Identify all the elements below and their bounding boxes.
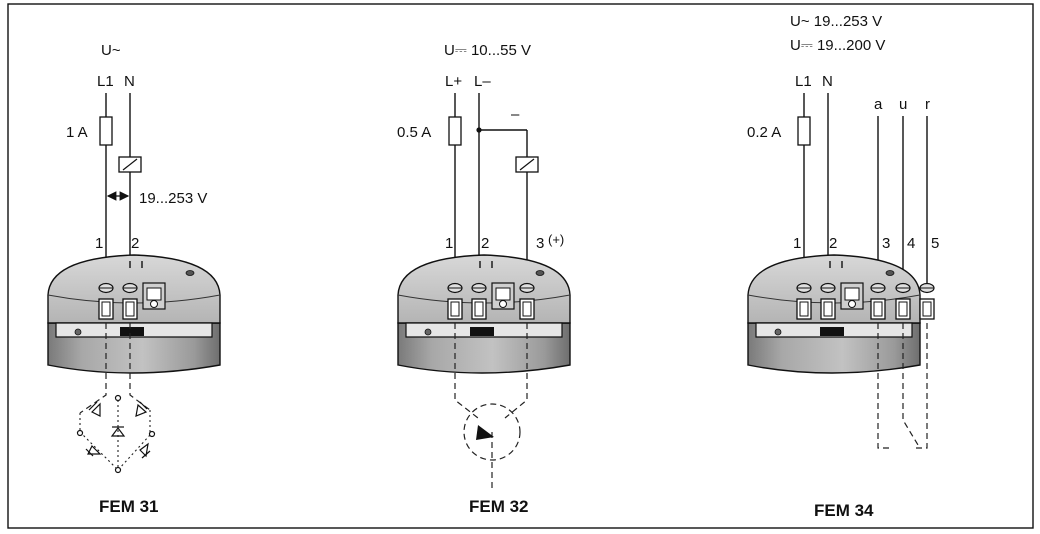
fem32-diagram: U⎓ 10...55 V L+ L– 0.5 A – 1 2 3 (+) FEM… — [397, 42, 571, 516]
fem31-terminal-n-label: N — [124, 73, 135, 90]
fem31-terminal-1 — [98, 282, 114, 320]
fem34-terminal-number-1: 1 — [793, 235, 801, 252]
fem32-junction-dot — [476, 127, 482, 133]
fem34-title: FEM 34 — [814, 501, 874, 520]
fem32-plus-note: (+) — [548, 232, 564, 247]
fem31-terminal-number-2: 2 — [131, 235, 139, 252]
fem34-fuse-label: 0.2 A — [747, 124, 781, 141]
fem34-fuse-symbol — [797, 116, 811, 146]
fem34-terminal-number-5: 5 — [931, 235, 939, 252]
fem32-relay-coil-symbol — [515, 156, 539, 173]
fem32-indicator-arrow — [476, 425, 494, 440]
fem32-terminal-lminus-label: L– — [474, 73, 491, 90]
fem32-terminal-number-3: 3 — [536, 235, 544, 252]
fem34-terminal-number-2: 2 — [829, 235, 837, 252]
fem34-terminal-1 — [796, 282, 812, 320]
fem31-fuse-symbol — [99, 116, 113, 146]
fem34-terminal-number-3: 3 — [882, 235, 890, 252]
fem34-relay-label-a: a — [874, 96, 883, 113]
fem34-terminal-4 — [895, 282, 911, 320]
fem32-terminal-2 — [471, 282, 487, 320]
fem32-terminal-number-2: 2 — [481, 235, 489, 252]
fem32-terminal-3 — [519, 282, 535, 320]
fem31-relay-coil-symbol — [118, 156, 142, 173]
fem31-voltage-label: 19...253 V — [139, 190, 207, 207]
fem34-terminal-2 — [820, 282, 836, 320]
fem34-terminal-3 — [870, 282, 886, 320]
fem31-supply-label: U~ — [101, 42, 121, 59]
fem31-terminal-2 — [122, 282, 138, 320]
fem34-supply-dc-label: U⎓ 19...200 V — [790, 37, 885, 54]
fem31-fuse-label: 1 A — [66, 124, 88, 141]
fem32-minus-sign: – — [511, 106, 520, 123]
fem34-supply-ac-label: U~ 19...253 V — [790, 13, 882, 30]
fem34-relay-label-r: r — [925, 96, 930, 113]
fem32-supply-label: U⎓ 10...55 V — [444, 42, 531, 59]
fem32-terminal-1 — [447, 282, 463, 320]
fem34-terminal-5 — [919, 282, 935, 320]
fem31-title: FEM 31 — [99, 497, 159, 516]
fem32-fuse-symbol — [448, 116, 462, 146]
fem31-terminal-number-1: 1 — [95, 235, 103, 252]
fem34-relay-label-u: u — [899, 96, 907, 113]
fem34-terminal-l1-label: L1 — [795, 73, 812, 90]
fem32-terminal-number-1: 1 — [445, 235, 453, 252]
fem34-terminal-n-label: N — [822, 73, 833, 90]
fem31-terminal-l1-label: L1 — [97, 73, 114, 90]
fem34-terminal-number-4: 4 — [907, 235, 915, 252]
fem32-terminal-lplus-label: L+ — [445, 73, 462, 90]
fem34-diagram: U~ 19...253 V U⎓ 19...200 V L1 N 0.2 A a… — [747, 13, 939, 520]
fem31-diagram: U~ L1 N 1 A 19...253 V 1 2 — [47, 42, 221, 516]
fem32-fuse-label: 0.5 A — [397, 124, 431, 141]
fem32-title: FEM 32 — [469, 497, 529, 516]
